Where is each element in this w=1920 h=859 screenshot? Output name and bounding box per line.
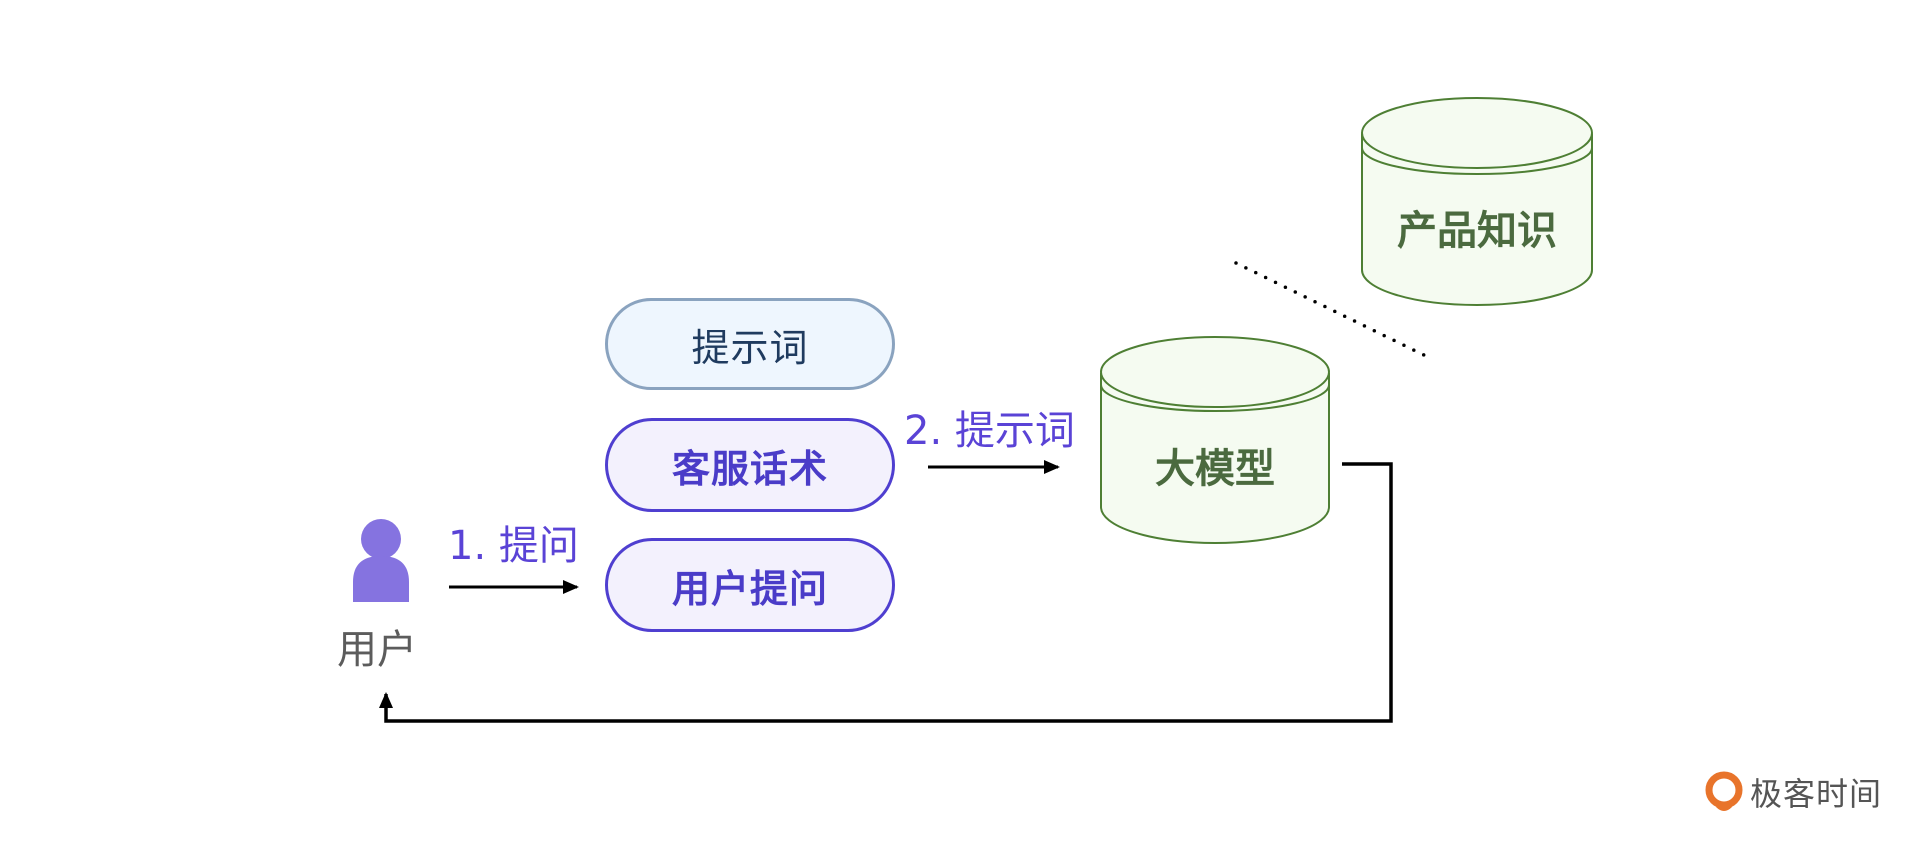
knowledge-label: 产品知识	[1397, 208, 1557, 254]
prompt-item-script: 客服话术	[605, 418, 895, 512]
brand-logo: 极客时间	[1704, 770, 1882, 814]
return-connector	[379, 462, 1393, 723]
model-label: 大模型	[1155, 446, 1275, 492]
prompt-item-question: 用户提问	[605, 538, 895, 632]
geektime-logo-icon	[1705, 771, 1743, 811]
user-label: 用户	[337, 627, 417, 673]
prompt-item-text: 客服话术	[671, 446, 828, 491]
step1-label: 1. 提问	[448, 523, 579, 569]
model-database	[1100, 336, 1330, 544]
prompt-item-text: 用户提问	[671, 566, 828, 611]
brand-logo-text: 极客时间	[1750, 775, 1883, 813]
knowledge-database	[1361, 97, 1593, 306]
person-icon	[353, 519, 409, 602]
prompt-header-text: 提示词	[691, 325, 809, 370]
prompt-header-pill: 提示词	[605, 298, 895, 390]
step2-label: 2. 提示词	[904, 408, 1075, 454]
